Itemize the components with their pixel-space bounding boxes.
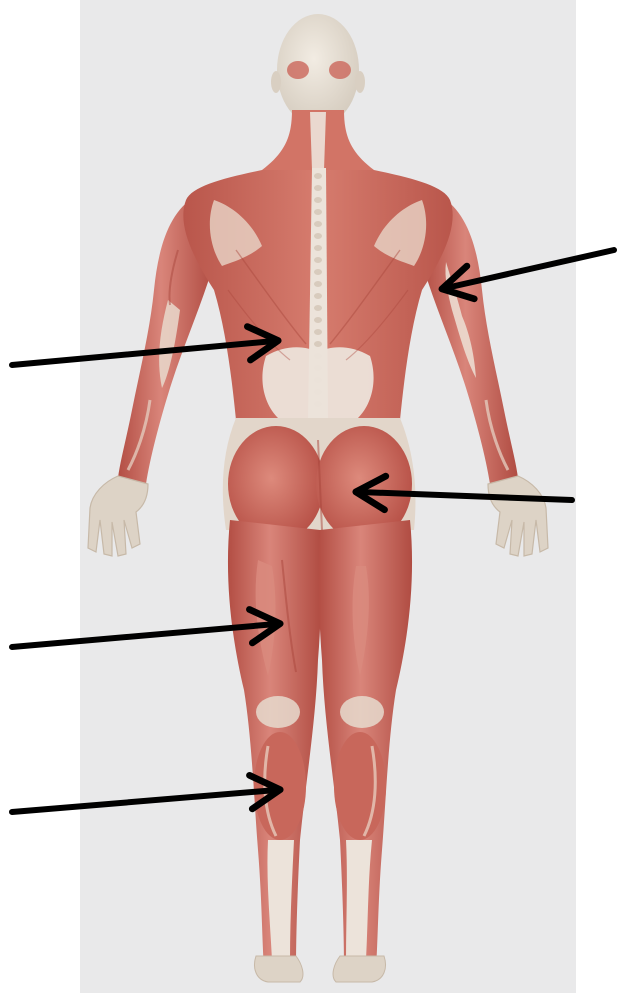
vertebra xyxy=(314,269,322,275)
vertebra xyxy=(314,293,322,299)
vertebra xyxy=(314,257,322,263)
vertebra xyxy=(314,305,322,311)
vertebra xyxy=(314,197,322,203)
vertebra xyxy=(314,209,322,215)
vertebra xyxy=(314,173,322,179)
vertebra xyxy=(314,317,322,323)
vertebra xyxy=(314,221,322,227)
vertebra xyxy=(314,341,322,347)
vertebra xyxy=(314,245,322,251)
vertebra xyxy=(314,329,322,335)
vertebra xyxy=(314,185,322,191)
vertebra xyxy=(314,281,322,287)
vertebra xyxy=(314,233,322,239)
